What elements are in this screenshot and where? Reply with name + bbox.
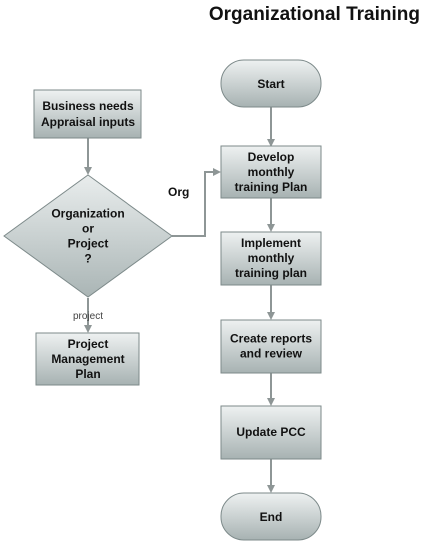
label-line: Management	[51, 352, 124, 366]
implement-plan-box	[220, 231, 322, 286]
edge-decision-develop	[172, 168, 221, 237]
label-line: Develop	[248, 150, 295, 164]
label-line: Update PCC	[236, 425, 306, 439]
label-line: training plan	[235, 266, 307, 280]
label-line: monthly	[248, 251, 295, 265]
label-line: monthly	[248, 165, 295, 179]
edge-label-org: Org	[168, 185, 189, 199]
label-line: End	[260, 510, 283, 524]
label-line: Business needs	[42, 99, 134, 113]
end-terminator	[220, 492, 322, 541]
label-line: Project	[68, 337, 109, 351]
label-line: Organization	[51, 207, 124, 221]
label-line: Appraisal inputs	[41, 115, 135, 129]
label-line: Plan	[75, 367, 100, 381]
decision-diamond	[3, 174, 173, 298]
label-line: ?	[84, 252, 91, 266]
project-plan-box	[35, 332, 140, 386]
start-label: Start	[257, 77, 284, 91]
edge-label-project: project	[73, 311, 103, 322]
business-needs-box	[33, 89, 142, 139]
label-line: Project	[68, 237, 109, 251]
label-line: or	[82, 222, 94, 236]
diagram-title: Organizational Training	[208, 4, 420, 25]
label-line: Implement	[241, 236, 301, 250]
label-line: and review	[240, 347, 303, 361]
create-reports-box	[220, 319, 322, 374]
label-line: Create reports	[230, 332, 312, 346]
update-pcc-box	[220, 405, 322, 460]
label-line: Start	[257, 77, 284, 91]
start-terminator	[220, 59, 322, 108]
develop-plan-box	[220, 145, 322, 199]
update-pcc-label: Update PCC	[236, 425, 306, 439]
end-label: End	[260, 510, 283, 524]
label-line: training Plan	[235, 180, 308, 194]
